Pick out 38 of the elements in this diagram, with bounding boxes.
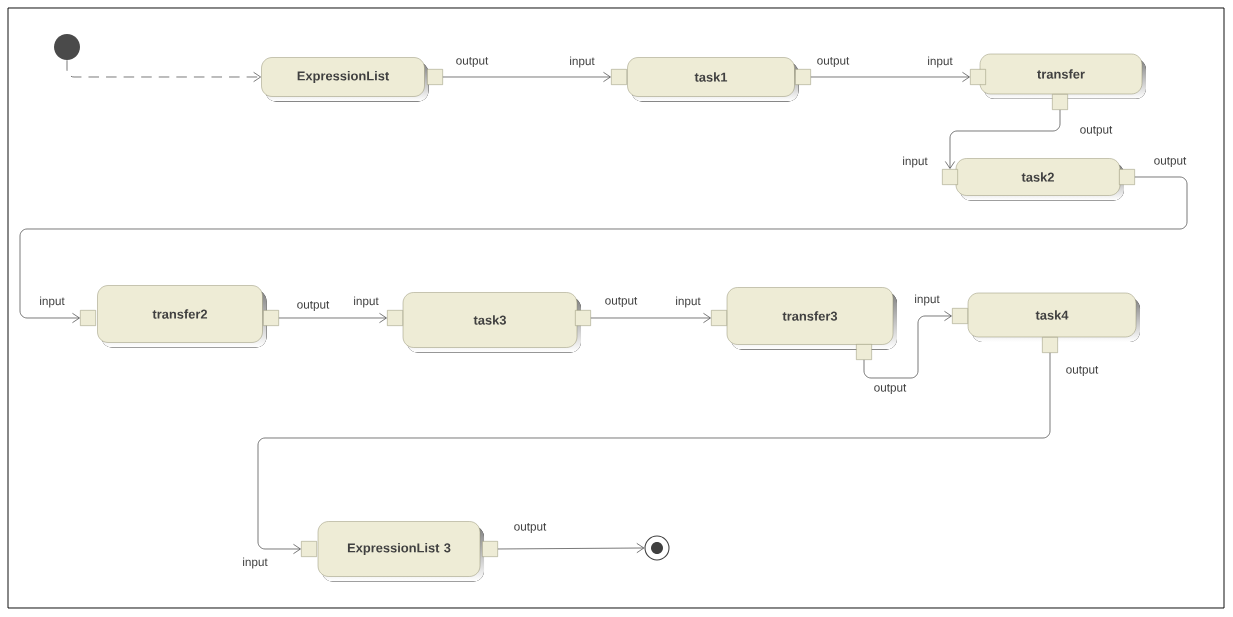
pin-label: output — [1066, 366, 1099, 376]
pin-label: input — [928, 56, 953, 68]
action-box: transfer3 — [711, 287, 897, 360]
pin-label: input — [570, 56, 595, 68]
pin-label: output — [456, 57, 489, 67]
pin-label: input — [40, 296, 65, 308]
initial-node — [54, 34, 80, 60]
action-box: ExpressionList — [261, 57, 443, 102]
pin-label: output — [605, 297, 638, 307]
pin-label: output — [817, 57, 850, 67]
arrow — [863, 310, 952, 379]
pin-label: output — [1080, 126, 1113, 136]
action-box: ExpressionList 3 — [301, 521, 498, 582]
arrow — [257, 352, 1051, 555]
arrow — [944, 109, 1061, 169]
action-box: task3 — [387, 292, 591, 353]
arrow — [590, 312, 711, 324]
action-box: transfer2 — [80, 285, 279, 348]
pin-label: input — [903, 156, 928, 168]
pin-label: output — [1154, 157, 1187, 167]
pin-label: input — [915, 294, 940, 306]
pin-label: input — [676, 296, 701, 308]
action-box: transfer — [970, 53, 1146, 110]
pin-label: output — [297, 301, 330, 311]
arrow — [19, 176, 1188, 324]
pin-label: input — [354, 296, 379, 308]
action-box: task2 — [942, 158, 1135, 201]
arrow — [810, 71, 970, 83]
final-node — [644, 535, 670, 561]
action-box: task4 — [952, 292, 1140, 353]
arrow — [66, 59, 261, 83]
action-box: task1 — [611, 57, 811, 102]
pin-label: output — [514, 523, 547, 533]
arrow — [442, 71, 611, 83]
pin-label: input — [243, 557, 268, 569]
arrow — [497, 543, 645, 554]
pin-label: output — [874, 384, 907, 394]
arrow — [278, 312, 387, 324]
